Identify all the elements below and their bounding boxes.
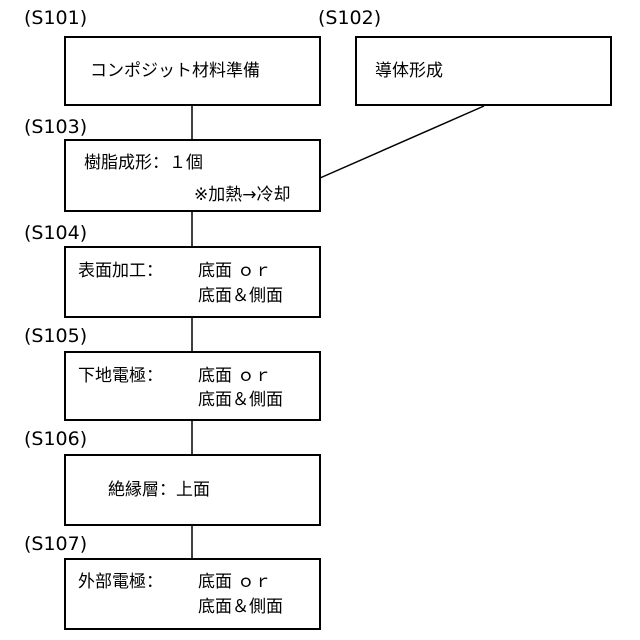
step-box-s107: 外部電極： 底面 ｏｒ 底面＆側面 xyxy=(64,558,321,630)
step-box-s106: 絶縁層：上面 xyxy=(64,454,321,526)
step-box-s105: 下地電極： 底面 ｏｒ 底面＆側面 xyxy=(64,351,321,421)
step-text-s105-line2: 底面＆側面 xyxy=(198,390,283,410)
step-box-s102: 導体形成 xyxy=(355,36,612,106)
step-text-s104-line1: 底面 ｏｒ xyxy=(198,261,271,281)
step-label-s107: 外部電極： xyxy=(78,572,163,592)
step-id-s105: (S105) xyxy=(24,325,87,347)
step-id-s107: (S107) xyxy=(24,533,87,555)
step-text-s104-line2: 底面＆側面 xyxy=(198,286,283,306)
connector-s102-s103 xyxy=(320,106,484,178)
step-id-s106: (S106) xyxy=(24,428,87,450)
step-text-s106: 絶縁層：上面 xyxy=(108,480,210,500)
step-text-s102: 導体形成 xyxy=(375,61,443,81)
step-box-s101: コンポジット材料準備 xyxy=(64,36,321,106)
step-box-s104: 表面加工： 底面 ｏｒ 底面＆側面 xyxy=(64,246,321,318)
step-box-s103: 樹脂成形：１個 ※加熱→冷却 xyxy=(64,139,321,212)
step-text-s103-main: 樹脂成形：１個 xyxy=(84,153,203,173)
step-text-s105-line1: 底面 ｏｒ xyxy=(198,366,271,386)
step-id-s101: (S101) xyxy=(24,7,87,29)
step-id-s102: (S102) xyxy=(318,7,381,29)
step-id-s103: (S103) xyxy=(24,116,87,138)
step-text-s103-note: ※加熱→冷却 xyxy=(194,185,291,205)
step-id-s104: (S104) xyxy=(24,222,87,244)
step-text-s101: コンポジット材料準備 xyxy=(90,61,260,81)
step-text-s107-line1: 底面 ｏｒ xyxy=(198,572,271,592)
step-label-s104: 表面加工： xyxy=(78,261,163,281)
step-label-s105: 下地電極： xyxy=(78,366,163,386)
step-text-s107-line2: 底面＆側面 xyxy=(198,597,283,617)
